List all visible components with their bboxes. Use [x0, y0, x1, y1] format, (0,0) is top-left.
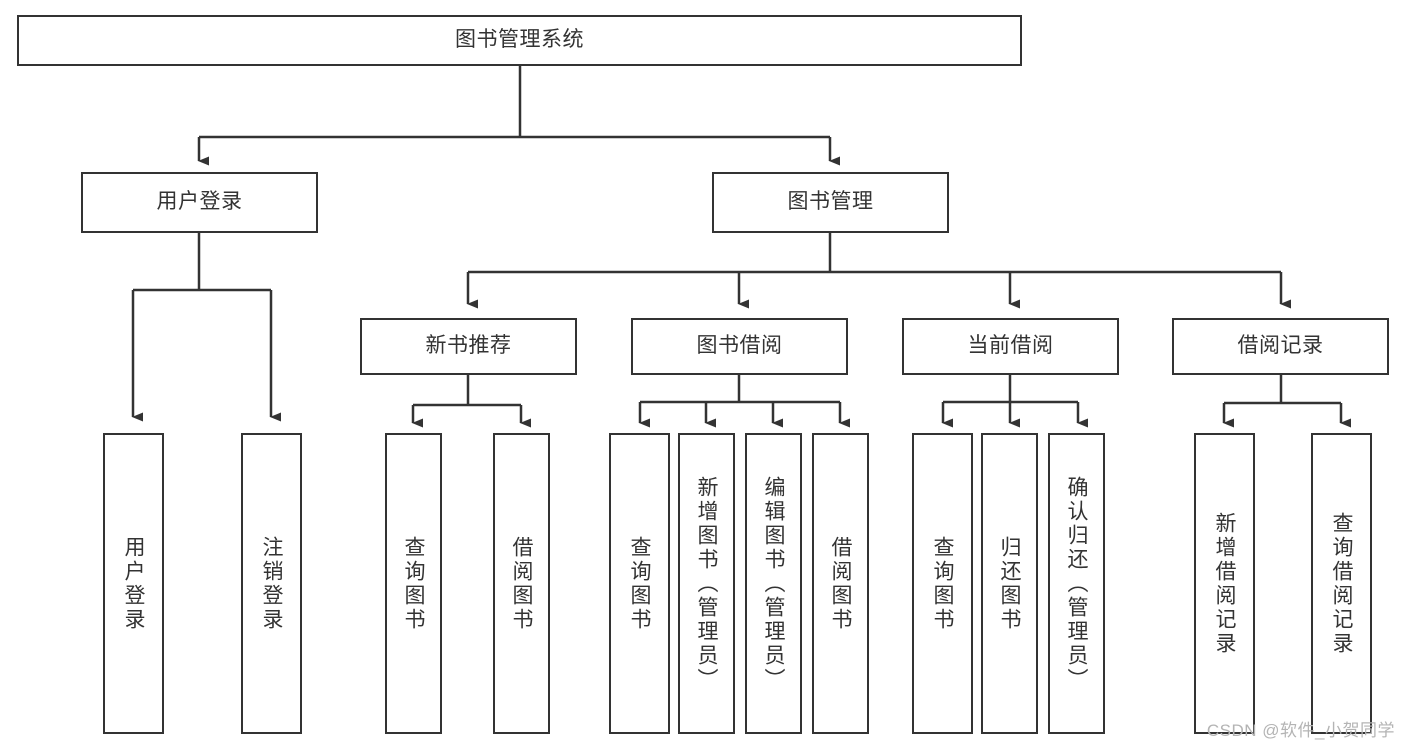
leaf-logout[interactable]: 注销登录: [241, 433, 302, 734]
node-book-borrow[interactable]: 图书借阅: [631, 318, 848, 375]
node-label: 归还图书: [998, 535, 1021, 632]
node-label: 注销登录: [260, 535, 283, 632]
node-label: 编辑图书（管理员）: [762, 475, 785, 692]
node-borrow-records[interactable]: 借阅记录: [1172, 318, 1389, 375]
leaf-query-book-recommend[interactable]: 查询图书: [385, 433, 442, 734]
node-label: 新增借阅记录: [1213, 511, 1236, 656]
leaf-query-borrow-record[interactable]: 查询借阅记录: [1311, 433, 1372, 734]
leaf-confirm-return-admin[interactable]: 确认归还（管理员）: [1048, 433, 1105, 734]
node-label: 查询图书: [931, 535, 954, 632]
node-label: 借阅图书: [510, 535, 533, 632]
node-label: 确认归还（管理员）: [1065, 475, 1088, 692]
node-label: 图书管理: [787, 190, 874, 214]
node-label: 新增图书（管理员）: [695, 475, 718, 692]
leaf-query-book-borrow[interactable]: 查询图书: [609, 433, 670, 734]
node-label: 借阅记录: [1237, 334, 1324, 358]
leaf-query-book-current[interactable]: 查询图书: [912, 433, 973, 734]
node-current-borrow[interactable]: 当前借阅: [902, 318, 1119, 375]
leaf-return-book[interactable]: 归还图书: [981, 433, 1038, 734]
node-label: 图书管理系统: [455, 28, 584, 52]
leaf-add-borrow-record[interactable]: 新增借阅记录: [1194, 433, 1255, 734]
node-root-system[interactable]: 图书管理系统: [17, 15, 1022, 66]
leaf-edit-book-admin[interactable]: 编辑图书（管理员）: [745, 433, 802, 734]
leaf-borrow-book[interactable]: 借阅图书: [812, 433, 869, 734]
node-new-book-recommend[interactable]: 新书推荐: [360, 318, 577, 375]
node-label: 用户登录: [122, 535, 145, 632]
node-label: 当前借阅: [967, 334, 1054, 358]
watermark-text: CSDN @软件_小贺同学: [1206, 721, 1395, 740]
node-label: 查询图书: [628, 535, 651, 632]
node-label: 用户登录: [156, 190, 243, 214]
node-user-login[interactable]: 用户登录: [81, 172, 318, 233]
node-book-management[interactable]: 图书管理: [712, 172, 949, 233]
node-label: 查询借阅记录: [1330, 511, 1353, 656]
node-label: 借阅图书: [829, 535, 852, 632]
node-label: 图书借阅: [696, 334, 783, 358]
leaf-user-login[interactable]: 用户登录: [103, 433, 164, 734]
leaf-borrow-book-recommend[interactable]: 借阅图书: [493, 433, 550, 734]
node-label: 查询图书: [402, 535, 425, 632]
node-label: 新书推荐: [425, 334, 512, 358]
leaf-add-book-admin[interactable]: 新增图书（管理员）: [678, 433, 735, 734]
